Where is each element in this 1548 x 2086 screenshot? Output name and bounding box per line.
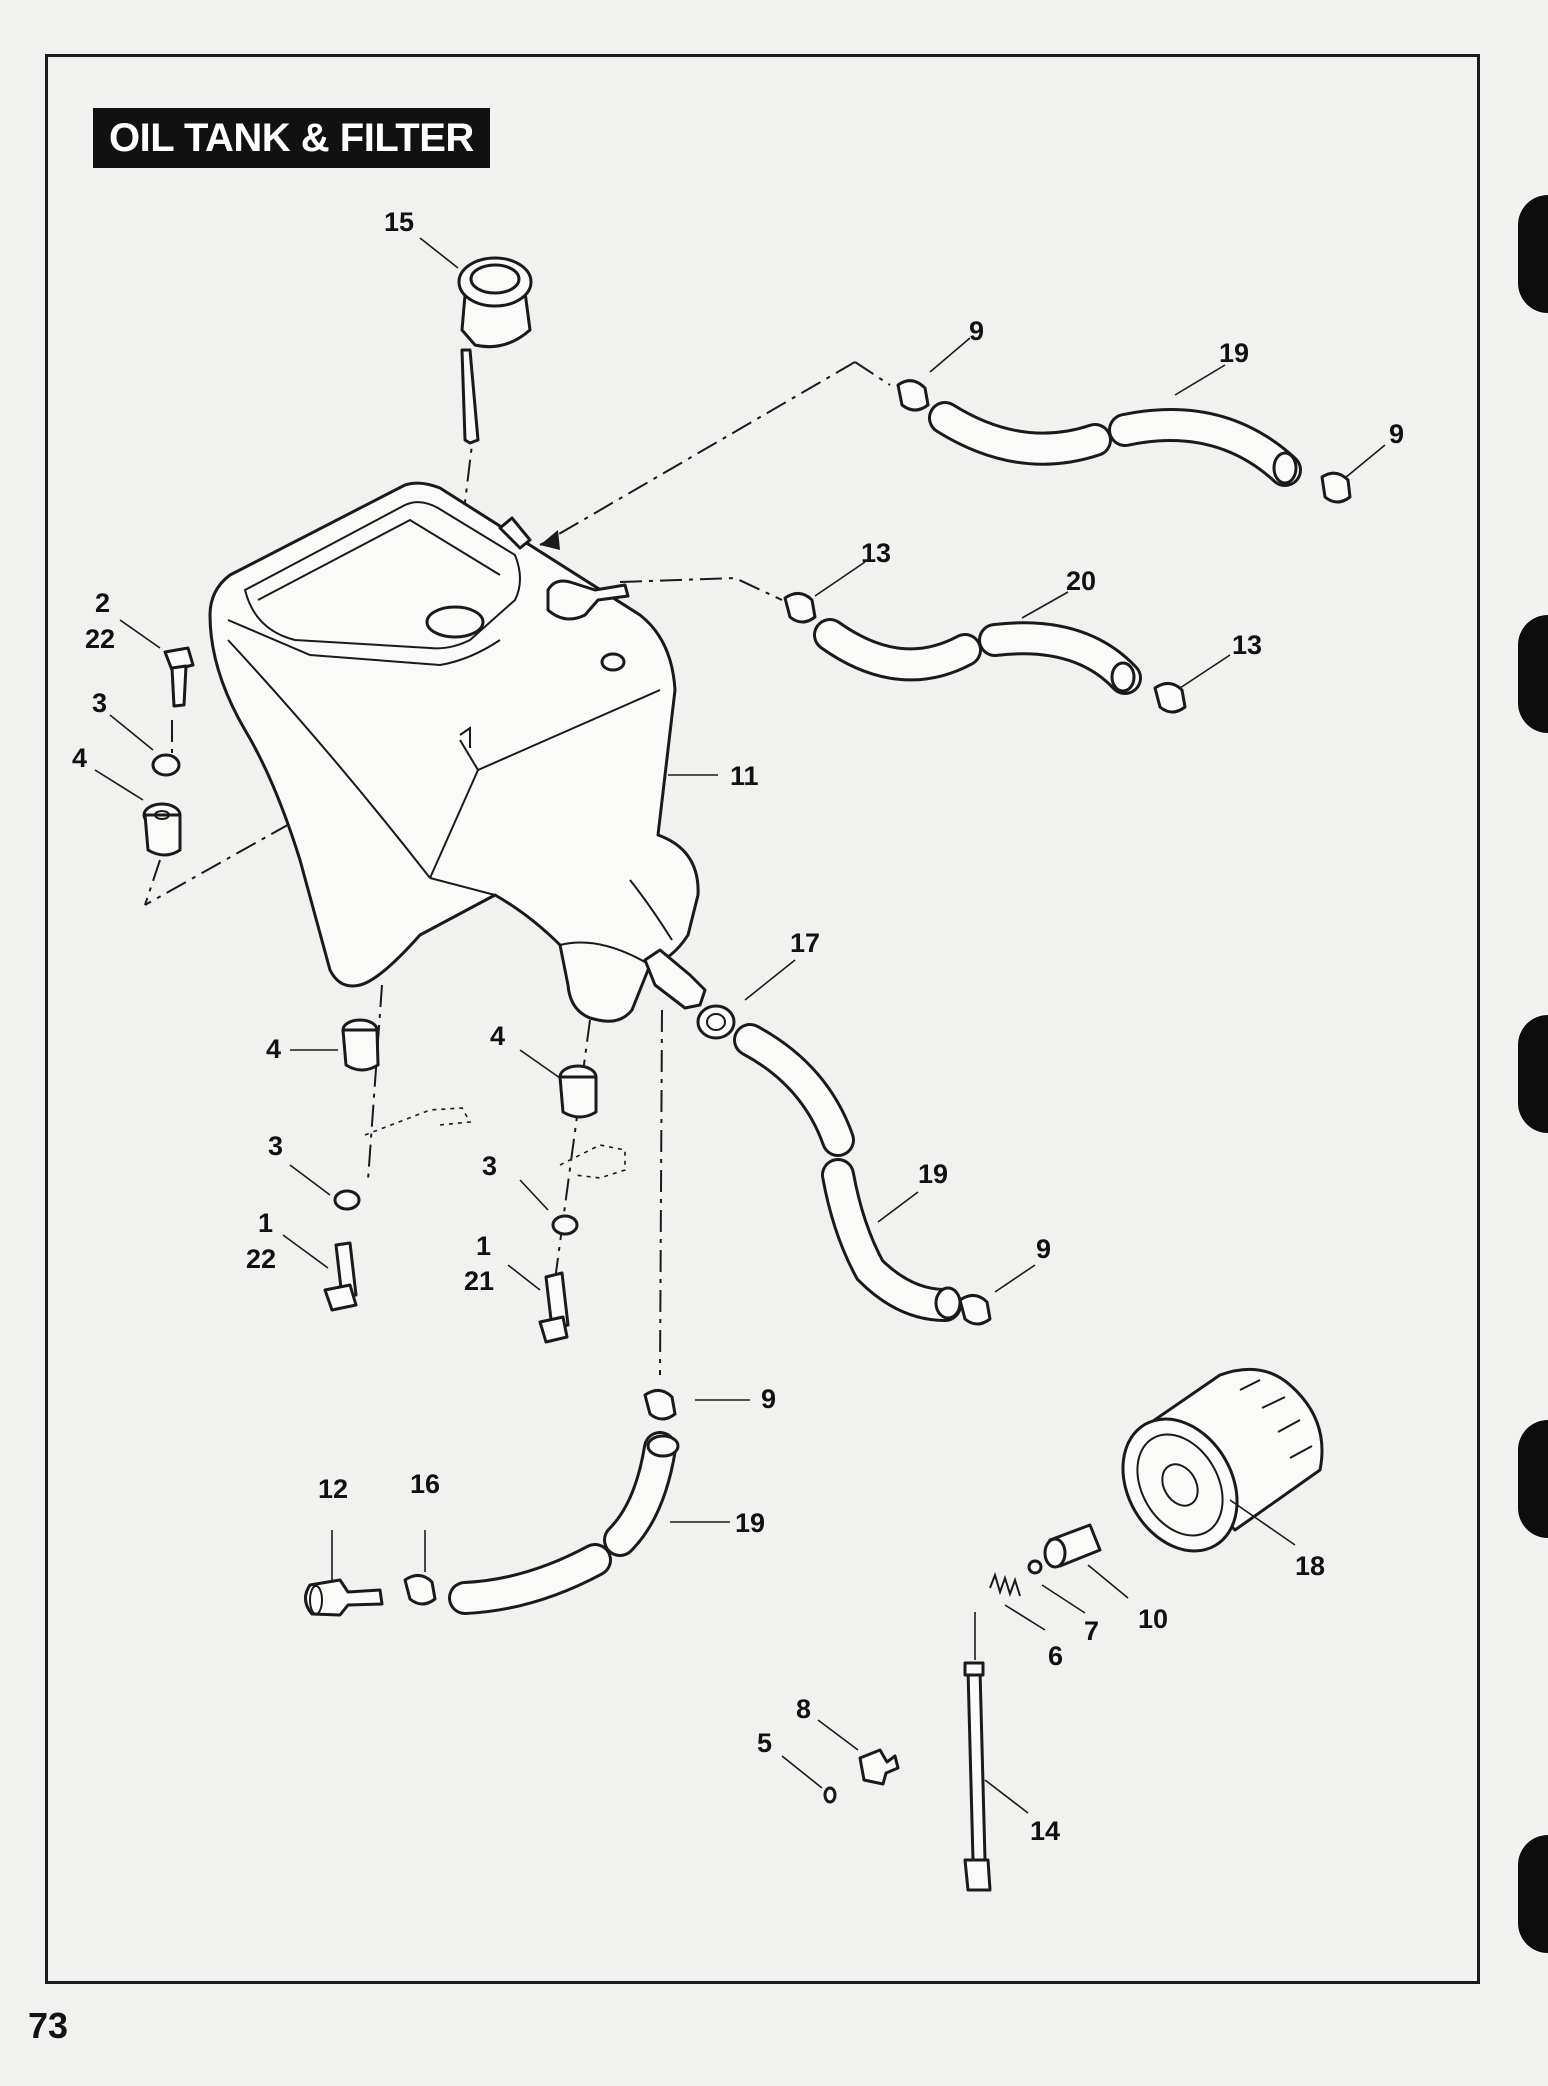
- elbow-fitting-17: [696, 1004, 736, 1040]
- vent-hose-19: [928, 401, 1302, 487]
- mounting-hardware-lower-center: [538, 1064, 598, 1344]
- callout-19: 19: [918, 1159, 948, 1189]
- callout-6: 6: [1048, 1641, 1063, 1671]
- return-hose-20: [813, 618, 1142, 695]
- callout-19: 19: [1219, 338, 1249, 368]
- callout-13: 13: [861, 538, 891, 568]
- callout-21: 21: [464, 1266, 494, 1296]
- section-tab: [1518, 195, 1548, 313]
- callout-8: 8: [796, 1694, 811, 1724]
- callout-4: 4: [266, 1034, 281, 1064]
- fitting-8: [858, 1748, 900, 1786]
- section-tab: [1518, 1420, 1548, 1538]
- oil-line-14: [963, 1661, 992, 1892]
- callout-9: 9: [761, 1384, 776, 1414]
- callout-3: 3: [268, 1131, 283, 1161]
- callout-10: 10: [1138, 1604, 1168, 1634]
- oil-filter: [1121, 1367, 1324, 1553]
- drain-plug-12: [304, 1578, 384, 1617]
- mounting-hardware-lower-left: [323, 1018, 380, 1312]
- callout-9: 9: [1036, 1234, 1051, 1264]
- callout-18: 18: [1295, 1551, 1325, 1581]
- callout-9: 9: [1389, 419, 1404, 449]
- callout-11: 11: [730, 761, 759, 791]
- callout-22: 22: [246, 1244, 276, 1274]
- callout-15: 15: [384, 207, 414, 237]
- callout-13: 13: [1232, 630, 1262, 660]
- o-ring-5: [823, 1786, 837, 1804]
- callout-17: 17: [790, 928, 820, 958]
- callout-22: 22: [85, 624, 115, 654]
- section-tab: [1518, 1015, 1548, 1133]
- callout-16: 16: [410, 1469, 440, 1499]
- callout-4: 4: [72, 743, 87, 773]
- callout-7: 7: [1084, 1616, 1099, 1646]
- callout-19: 19: [735, 1508, 765, 1538]
- filter-adapter-10: [1043, 1523, 1102, 1569]
- callout-labels: 15 9 19 9 2 22 13 20 13 3 4 11 17 4 4 3 …: [72, 207, 1404, 1846]
- feed-hose-19: [733, 1023, 962, 1322]
- callout-14: 14: [1030, 1816, 1060, 1846]
- leader-lines: [94, 237, 1386, 1814]
- page-number: 73: [28, 2005, 69, 2046]
- section-tab: [1518, 1835, 1548, 1953]
- diagram-frame: [45, 54, 1480, 1984]
- callout-20: 20: [1066, 566, 1096, 596]
- callout-9: 9: [969, 316, 984, 346]
- page-title: OIL TANK & FILTER: [93, 108, 490, 168]
- hose-clamp: [403, 379, 1352, 1606]
- spring-6: [989, 1571, 1021, 1598]
- callout-1: 1: [258, 1208, 273, 1238]
- callout-2: 2: [95, 588, 110, 618]
- arrow-head: [540, 530, 560, 550]
- callout-12: 12: [318, 1474, 348, 1504]
- callout-1: 1: [476, 1231, 491, 1261]
- oil-tank: [208, 481, 707, 1023]
- mounting-hardware-upper-left: [142, 646, 195, 857]
- callout-3: 3: [92, 688, 107, 718]
- callout-3: 3: [482, 1151, 497, 1181]
- drain-hose-19: [448, 1431, 680, 1615]
- dipstick-cap: [457, 256, 533, 445]
- section-tab: [1518, 615, 1548, 733]
- check-ball-7: [1027, 1559, 1043, 1575]
- callout-5: 5: [757, 1728, 772, 1758]
- callout-4: 4: [490, 1021, 505, 1051]
